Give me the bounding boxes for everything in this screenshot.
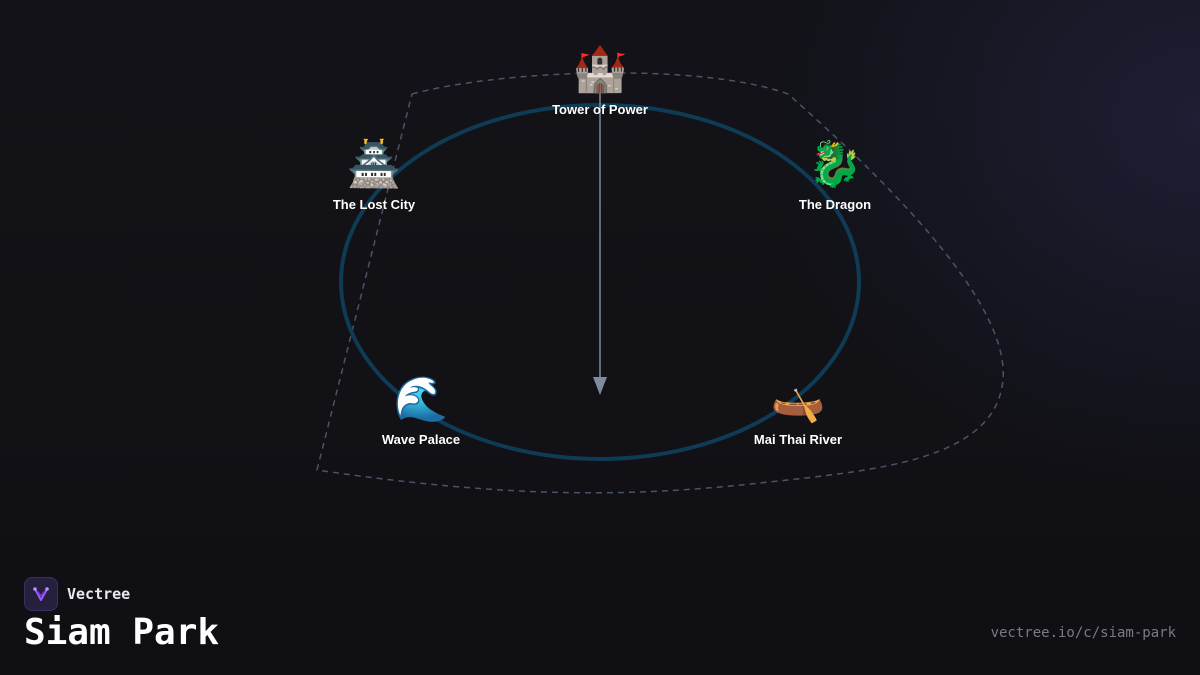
brand-name: Vectree [67,585,131,603]
canoe-icon: 🛶 [770,374,826,425]
node-wave-palace[interactable]: 🌊 Wave Palace [321,374,521,448]
vectree-logo-icon [24,577,58,611]
arrow-head [593,377,607,395]
page-title: Siam Park [24,612,220,653]
wave-icon: 🌊 [393,374,449,425]
node-tower-of-power[interactable]: 🏰 Tower of Power [500,44,700,118]
castle-icon: 🏰 [572,44,628,95]
japanese-castle-icon: 🏯 [346,139,402,190]
node-mai-thai-river[interactable]: 🛶 Mai Thai River [698,374,898,448]
page-url[interactable]: vectree.io/c/siam-park [990,625,1176,641]
node-label: Mai Thai River [753,432,843,447]
brand[interactable]: Vectree [24,577,130,611]
node-label: The Lost City [332,197,416,212]
node-label: The Dragon [798,197,872,212]
node-label: Tower of Power [552,102,648,117]
node-the-lost-city[interactable]: 🏯 The Lost City [274,139,474,213]
node-label: Wave Palace [381,432,461,447]
node-the-dragon[interactable]: 🐉 The Dragon [735,139,935,213]
dragon-icon: 🐉 [807,139,863,190]
